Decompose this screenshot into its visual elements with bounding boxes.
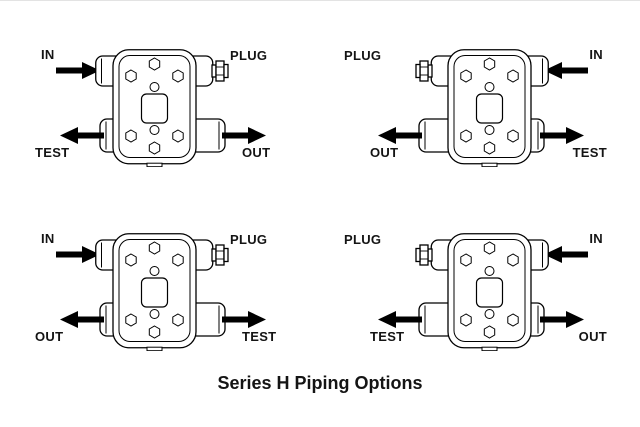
piping-diagram-3: IN PLUG OUT TEST xyxy=(30,230,310,360)
port-label-inlet: IN xyxy=(41,47,55,62)
port-label-plug: PLUG xyxy=(230,48,268,63)
steam-trap-drawing xyxy=(95,49,229,167)
port-label-inlet: IN xyxy=(589,231,603,246)
inlet-flow-arrow-icon xyxy=(544,246,588,263)
inlet-flow-arrow-icon xyxy=(544,62,588,79)
figure-caption: Series H Piping Options xyxy=(217,373,423,393)
port-label-inlet: IN xyxy=(589,47,603,62)
port-label-bottom-right: OUT xyxy=(242,145,271,160)
piping-diagram-1: IN PLUG TEST OUT xyxy=(30,46,310,176)
port-label-plug: PLUG xyxy=(230,232,268,247)
outlet-flow-arrow-icon xyxy=(540,127,584,144)
port-label-plug: PLUG xyxy=(344,48,382,63)
port-label-bottom-right: TEST xyxy=(572,145,607,160)
port-label-inlet: IN xyxy=(41,231,55,246)
steam-trap-drawing xyxy=(415,233,549,351)
outlet-flow-arrow-icon xyxy=(378,127,422,144)
outlet-flow-arrow-icon xyxy=(60,127,104,144)
port-label-bottom-left: OUT xyxy=(370,145,399,160)
steam-trap-drawing xyxy=(95,233,229,351)
outlet-flow-arrow-icon xyxy=(222,127,266,144)
outlet-flow-arrow-icon xyxy=(540,311,584,328)
inlet-flow-arrow-icon xyxy=(56,246,100,263)
inlet-flow-arrow-icon xyxy=(56,62,100,79)
port-label-bottom-left: OUT xyxy=(35,329,64,344)
port-label-bottom-left: TEST xyxy=(35,145,70,160)
port-label-bottom-right: OUT xyxy=(578,329,607,344)
outlet-flow-arrow-icon xyxy=(60,311,104,328)
port-label-bottom-right: TEST xyxy=(242,329,277,344)
piping-diagram-2: PLUG IN OUT TEST xyxy=(334,46,614,176)
outlet-flow-arrow-icon xyxy=(222,311,266,328)
port-label-bottom-left: TEST xyxy=(370,329,405,344)
port-label-plug: PLUG xyxy=(344,232,382,247)
piping-diagram-4: PLUG IN TEST OUT xyxy=(334,230,614,360)
steam-trap-drawing xyxy=(415,49,549,167)
outlet-flow-arrow-icon xyxy=(378,311,422,328)
